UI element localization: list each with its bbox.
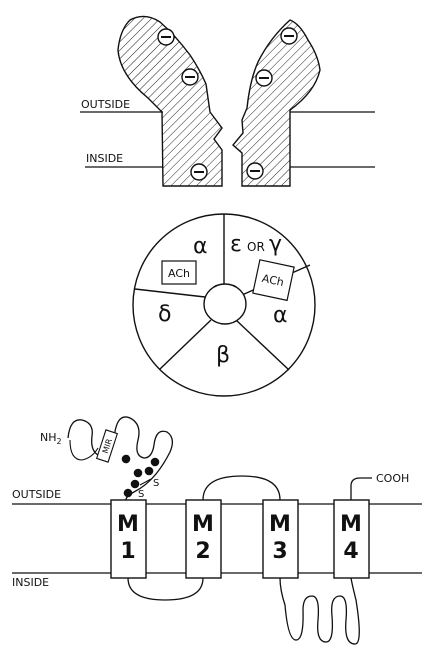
topology-inside-label: INSIDE bbox=[12, 576, 49, 589]
sulfur-label-1: S bbox=[153, 478, 159, 489]
subunit-gamma: γ bbox=[269, 232, 282, 257]
tm-segment-m2 bbox=[185, 499, 222, 579]
channel-panel: OUTSIDE INSIDE bbox=[80, 15, 375, 187]
residue-dot bbox=[130, 479, 140, 489]
tm-label-m4-m: M bbox=[340, 512, 362, 537]
channel-right-subunit bbox=[232, 19, 321, 187]
subunit-epsilon: ε bbox=[230, 232, 242, 257]
n-terminal-strand bbox=[69, 439, 99, 461]
negative-charge-icon bbox=[181, 68, 199, 86]
topology-outside-label: OUTSIDE bbox=[12, 488, 61, 501]
subunit-alpha-right: α bbox=[273, 303, 288, 328]
ach-label-left: ACh bbox=[168, 267, 190, 280]
negative-charge-icon bbox=[190, 163, 208, 181]
mir-label: MIR bbox=[101, 437, 114, 454]
tm-label-m3-n: 3 bbox=[272, 539, 287, 564]
topology-panel: MIR S S NH2 COOH M 1 M 2 M 3 M 4 bbox=[12, 416, 422, 645]
subunit-alpha-top: α bbox=[193, 234, 208, 259]
receptor-panel: α ε OR γ δ α β ACh ACh bbox=[132, 213, 316, 397]
receptor-spoke bbox=[235, 319, 290, 371]
loop-m1-m2 bbox=[127, 577, 204, 601]
tm-segment-m3 bbox=[262, 499, 299, 579]
subunit-or: OR bbox=[247, 240, 265, 254]
residue-dot bbox=[150, 457, 160, 467]
tm-label-m2-m: M bbox=[192, 512, 214, 537]
residue-dot bbox=[133, 468, 143, 478]
ach-box-left bbox=[161, 260, 197, 285]
negative-charge-icon bbox=[157, 28, 175, 46]
tm-label-m4-n: 4 bbox=[343, 539, 358, 564]
subunit-delta: δ bbox=[158, 302, 171, 327]
tm-segment-m4 bbox=[333, 499, 370, 579]
negative-charge-icon bbox=[280, 27, 298, 45]
residue-dot bbox=[121, 454, 131, 464]
tm-label-m2-n: 2 bbox=[195, 539, 210, 564]
sulfur-label-2: S bbox=[138, 489, 144, 500]
channel-outside-label: OUTSIDE bbox=[81, 98, 130, 111]
disulfide-bond bbox=[139, 478, 152, 486]
receptor-spoke bbox=[134, 288, 206, 298]
tm-label-m3-m: M bbox=[269, 512, 291, 537]
loop-m2-m3 bbox=[202, 475, 281, 501]
tm-label-m1-n: 1 bbox=[120, 539, 135, 564]
negative-charge-icon bbox=[255, 69, 273, 87]
tm-label-m1-m: M bbox=[117, 512, 139, 537]
receptor-spoke bbox=[159, 319, 212, 370]
mir-box bbox=[95, 429, 119, 463]
n-terminal-chain bbox=[67, 416, 174, 504]
nh2-label: NH2 bbox=[40, 431, 62, 446]
receptor-pore bbox=[203, 283, 247, 325]
ach-label-right: ACh bbox=[261, 272, 285, 289]
residue-dot bbox=[123, 488, 133, 498]
channel-left-subunit bbox=[117, 15, 223, 187]
ach-box-right bbox=[252, 259, 295, 302]
cooh-label: COOH bbox=[376, 472, 409, 485]
negative-charge-icon bbox=[246, 162, 264, 180]
loop-m3-m4 bbox=[279, 577, 360, 645]
subunit-beta: β bbox=[216, 343, 230, 368]
channel-inside-label: INSIDE bbox=[86, 152, 123, 165]
tm-segment-m1 bbox=[110, 499, 147, 579]
cooh-tail bbox=[350, 477, 372, 500]
residue-dot bbox=[144, 466, 154, 476]
